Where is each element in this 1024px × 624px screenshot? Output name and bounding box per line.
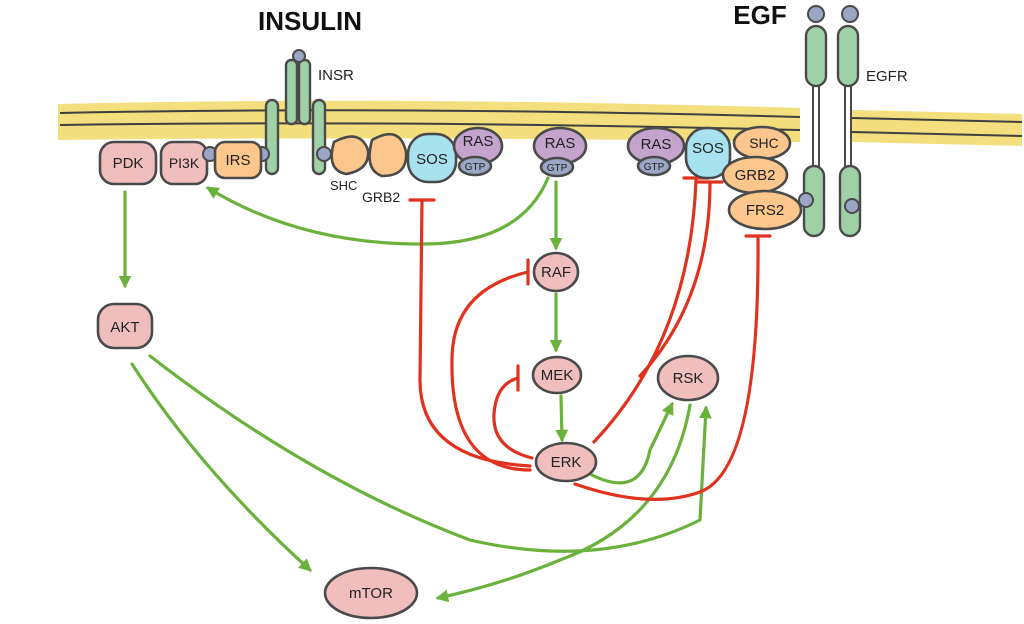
- gtp-center-label: GTP: [547, 163, 568, 174]
- shc-left-label: SHC: [330, 178, 357, 193]
- gtp-right-label: GTP: [644, 162, 665, 173]
- activation-arrows: [118, 176, 712, 603]
- sos-left-label: SOS: [416, 151, 448, 168]
- insulin-title: INSULIN: [258, 6, 362, 36]
- irs-node: [213, 140, 263, 180]
- sos-right-node: [684, 126, 732, 180]
- irs-label: IRS: [225, 152, 250, 169]
- shc-right-label: SHC: [749, 135, 779, 151]
- shc-left-node: [330, 135, 370, 176]
- mtor-label: mTOR: [349, 585, 393, 602]
- rsk-label: RSK: [673, 370, 704, 387]
- mek-label: MEK: [541, 367, 574, 384]
- pi3k-label: PI3K: [169, 155, 200, 171]
- gtp-right-node: [636, 155, 672, 177]
- erk-label: ERK: [551, 454, 582, 471]
- grb2-right-label: GRB2: [735, 167, 776, 184]
- frs2-label: FRS2: [746, 202, 784, 219]
- frs2-node: [727, 189, 803, 231]
- egf-title: EGF: [733, 0, 786, 30]
- mek-node: [531, 355, 583, 395]
- ras-right-label: RAS: [641, 136, 672, 153]
- gtp-left-label: GTP: [465, 162, 486, 173]
- akt-label: AKT: [110, 319, 139, 336]
- gtp-center-node: [539, 156, 575, 178]
- raf-label: RAF: [541, 264, 571, 281]
- ras-left-label: RAS: [463, 133, 494, 150]
- inhibition-arrows: [408, 176, 772, 501]
- egfr-receptor: [798, 5, 862, 238]
- raf-node: [532, 251, 580, 293]
- sos-right-label: SOS: [692, 140, 724, 157]
- grb2-left-node: [368, 132, 408, 178]
- rsk-node: [656, 354, 720, 402]
- sos-left-node: [406, 132, 458, 184]
- pdk-label: PDK: [113, 155, 144, 172]
- egfr-label: EGFR: [866, 68, 908, 85]
- grb2-left-label: GRB2: [362, 189, 400, 205]
- erk-node: [534, 441, 598, 483]
- pdk-node: [98, 140, 158, 186]
- insr-label: INSR: [318, 67, 354, 84]
- akt-node: [96, 302, 154, 350]
- pi3k-node: [159, 140, 209, 186]
- mtor-node: [323, 566, 419, 620]
- ras-center-label: RAS: [545, 135, 576, 152]
- cell-membrane: [58, 100, 1023, 146]
- gtp-left-node: [457, 155, 493, 177]
